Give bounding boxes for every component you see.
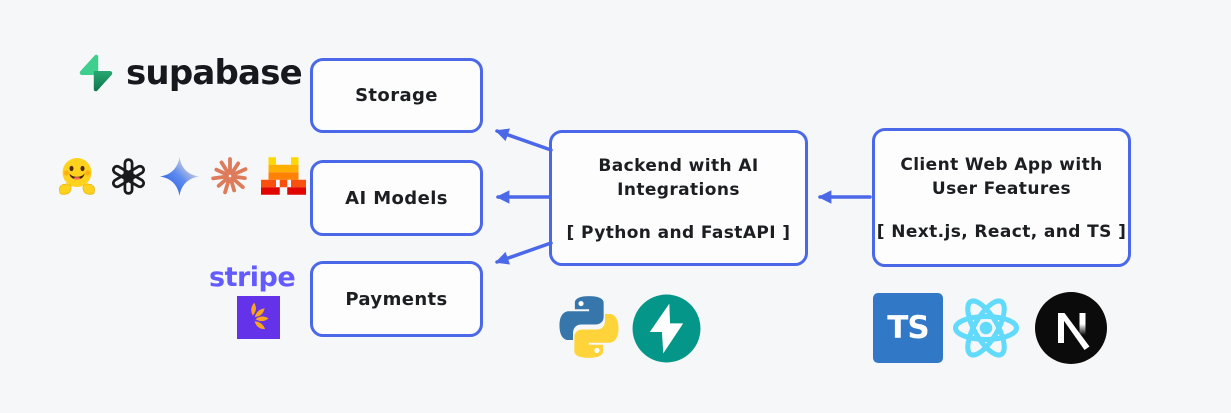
- supabase-wordmark: supabase: [126, 53, 303, 93]
- stripe-petals-icon: [237, 296, 280, 339]
- storage-box-label: Storage: [355, 85, 438, 106]
- payments-box-label: Payments: [345, 288, 448, 310]
- client-box-stack: [ Next.js, React, and TS ]: [876, 222, 1127, 242]
- nextjs-icon: [1035, 292, 1107, 364]
- typescript-label: TS: [887, 310, 929, 346]
- backend-box: Backend with AI Integrations [ Python an…: [549, 130, 808, 266]
- fastapi-icon: [629, 291, 704, 366]
- arrow-backend-to-storage: [495, 128, 553, 152]
- arrow-backend-to-payments: [495, 241, 553, 265]
- gemini-icon: [160, 156, 199, 196]
- huggingface-icon: [57, 155, 97, 197]
- react-icon: [949, 292, 1023, 364]
- backend-box-stack: [ Python and FastAPI ]: [566, 222, 791, 243]
- mistral-icon: [261, 157, 306, 195]
- payments-box: Payments: [310, 261, 483, 337]
- typescript-icon: TS: [873, 293, 943, 363]
- stripe-wordmark: stripe: [209, 262, 296, 293]
- ai-providers-row: [57, 155, 306, 197]
- backend-box-title-line1: Backend with AI: [598, 155, 759, 176]
- client-box-title-line1: Client Web App with: [900, 155, 1103, 175]
- backend-box-title-line2: Integrations: [617, 179, 740, 200]
- client-box: Client Web App with User Features [ Next…: [872, 128, 1131, 267]
- ai-models-box-label: AI Models: [345, 187, 448, 209]
- openai-icon: [108, 156, 149, 197]
- supabase-icon: [77, 52, 115, 94]
- client-box-title-line2: User Features: [931, 179, 1072, 199]
- ai-models-box: AI Models: [310, 160, 483, 236]
- supabase-logo: supabase: [77, 52, 303, 94]
- anthropic-icon: [210, 156, 250, 196]
- storage-box: Storage: [310, 58, 483, 133]
- python-icon: [554, 292, 624, 362]
